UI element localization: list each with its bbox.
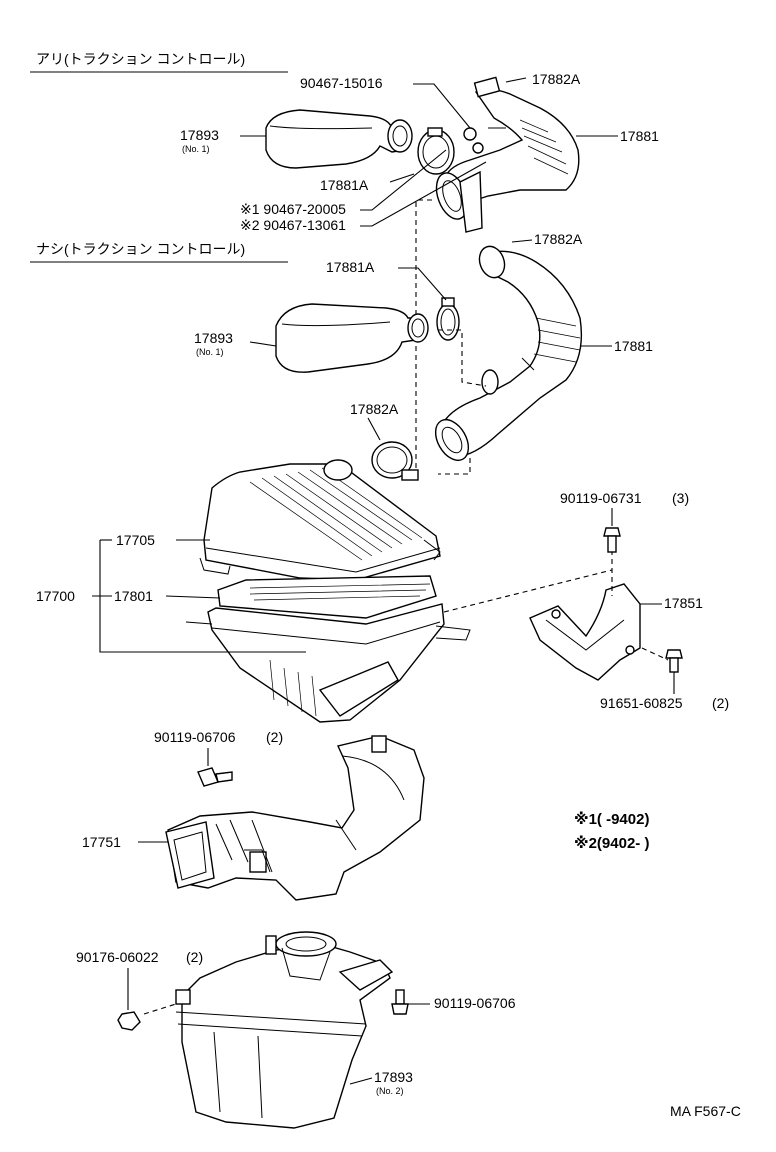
air-hose-17881-top-drawing xyxy=(435,76,580,233)
resonator-no1-mid-drawing xyxy=(275,303,429,373)
air-filter-element-17801-drawing xyxy=(217,575,437,619)
label-90467-15016: 90467-15016 xyxy=(300,75,383,91)
bolt-90119-06706-a-drawing xyxy=(197,767,233,787)
label-17893-no1-mid-sub: (No. 1) xyxy=(196,347,224,357)
label-17882A-low: 17882A xyxy=(350,401,399,417)
label-17751: 17751 xyxy=(82,834,121,850)
note-1: ※1( -9402) xyxy=(574,810,649,828)
section-title-without-traction: ナシ(トラクション コントロール) xyxy=(36,241,245,257)
bracket-17851-drawing xyxy=(529,583,641,681)
label-90119-06731-qty: (3) xyxy=(672,490,689,506)
bolt-91651-60825-drawing xyxy=(665,649,683,673)
note-2: ※2(9402- ) xyxy=(574,834,649,852)
label-90119-06731: 90119-06731 xyxy=(560,490,642,506)
resonator-no2-drawing xyxy=(175,931,394,1129)
label-90176-06022: 90176-06022 xyxy=(76,949,159,965)
label-90467-13061: ※2 90467-13061 xyxy=(240,217,346,233)
label-90467-20005: ※1 90467-20005 xyxy=(240,201,346,217)
clamp-17881A-top-drawing xyxy=(417,127,455,175)
label-17893-no2: 17893 xyxy=(374,1069,413,1085)
label-90119-06706-b: 90119-06706 xyxy=(434,995,516,1011)
label-17893-no1-top: 17893 xyxy=(180,127,219,143)
label-17881A-mid: 17881A xyxy=(326,259,375,275)
label-17705: 17705 xyxy=(116,532,155,548)
resonator-no1-top-drawing xyxy=(265,109,413,169)
section-header-with-traction-control: アリ(トラクション コントロール) xyxy=(30,51,288,73)
section-title-with-traction: アリ(トラクション コントロール) xyxy=(36,51,245,67)
air-hose-17881-mid-drawing xyxy=(434,245,583,461)
label-91651-60825-qty: (2) xyxy=(712,695,729,711)
air-cleaner-case-drawing xyxy=(185,603,471,723)
figure-code: MA F567-C xyxy=(670,1103,741,1119)
clamp-17882A-low-drawing xyxy=(371,441,419,481)
label-90119-06706-a: 90119-06706 xyxy=(154,729,236,745)
label-17893-no2-sub: (No. 2) xyxy=(376,1086,404,1096)
nut-90176-06022-drawing xyxy=(117,1011,141,1031)
clamp-17881A-mid-drawing xyxy=(436,297,460,341)
label-17882A-top: 17882A xyxy=(532,71,581,87)
label-17881A-top: 17881A xyxy=(320,177,369,193)
label-17881-mid: 17881 xyxy=(614,338,653,354)
label-17882A-mid: 17882A xyxy=(534,231,583,247)
label-90119-06706-a-qty: (2) xyxy=(266,729,283,745)
bolt-90119-06731-drawing xyxy=(603,527,621,553)
section-header-without-traction-control: ナシ(トラクション コントロール) xyxy=(30,241,288,263)
label-90176-06022-qty: (2) xyxy=(186,949,203,965)
label-17893-no1-top-sub: (No. 1) xyxy=(182,144,210,154)
label-17700: 17700 xyxy=(36,588,75,604)
air-inlet-17751-drawing xyxy=(165,735,425,901)
label-17881-top: 17881 xyxy=(620,128,659,144)
label-17851: 17851 xyxy=(664,595,703,611)
label-17801: 17801 xyxy=(114,588,153,604)
label-17893-no1-mid: 17893 xyxy=(194,330,233,346)
label-91651-60825: 91651-60825 xyxy=(600,695,683,711)
bolt-90119-06706-b-drawing xyxy=(391,989,409,1015)
